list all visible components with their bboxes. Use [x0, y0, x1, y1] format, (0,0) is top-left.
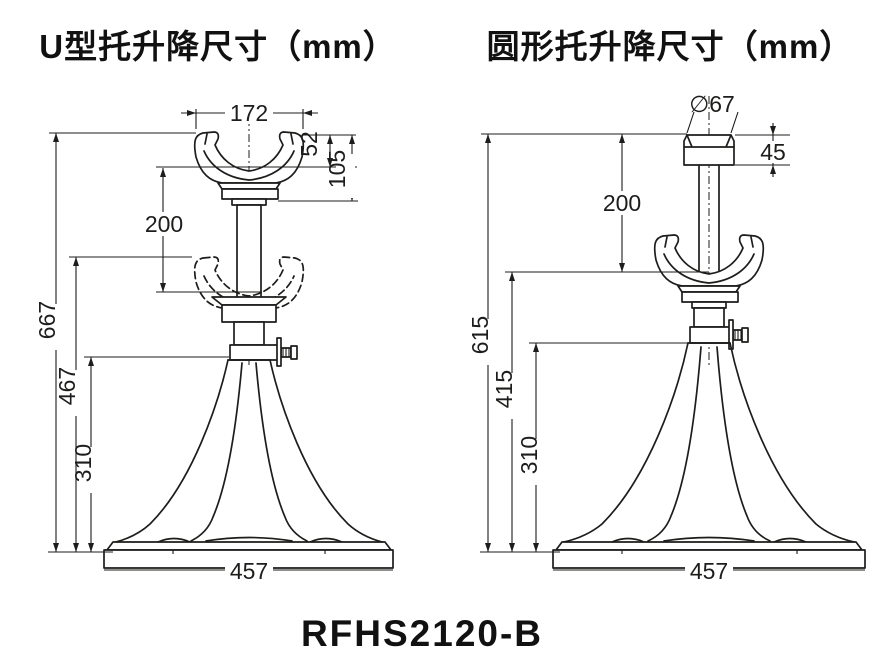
left-dim-head-height: 105: [324, 150, 350, 188]
left-dim-height-max: 667: [34, 301, 60, 339]
right-dimension-labels: ∅67 45 200 615 415 310 457: [467, 91, 790, 584]
left-dim-travel: 200: [145, 211, 183, 237]
right-dim-cap-height: 45: [760, 139, 786, 165]
right-clamp-screw: [689, 319, 749, 350]
right-round-cap: [683, 134, 735, 166]
left-cone-base: [103, 359, 394, 569]
left-dim-top-width: 172: [230, 100, 268, 126]
left-stand-drawing: 172 52 105 200 667 467 310 457: [34, 100, 394, 584]
left-extension-lines: [48, 109, 358, 553]
right-diagram-title: 圆形托升降尺寸（mm）: [487, 28, 854, 65]
left-dimension-labels: 172 52 105 200 667 467 310 457: [34, 100, 355, 584]
left-tube-flange: [211, 296, 287, 306]
left-dim-base-width: 457: [230, 558, 268, 584]
left-dim-cup-depth: 52: [296, 131, 322, 157]
right-dim-height-mid: 415: [491, 370, 517, 408]
right-extension-lines: [480, 111, 790, 553]
right-dim-travel: 200: [603, 190, 641, 216]
left-dim-height-min: 310: [70, 444, 96, 482]
left-inner-post: [236, 204, 262, 300]
right-dim-height-max: 615: [467, 316, 493, 354]
model-number: RFHS2120-B: [301, 613, 543, 654]
right-dim-base-width: 457: [690, 558, 728, 584]
right-cone-base: [552, 342, 866, 569]
right-dim-height-min: 310: [516, 436, 542, 474]
left-diagram-title: U型托升降尺寸（mm）: [39, 28, 397, 65]
right-dim-top-diameter: ∅67: [689, 91, 735, 117]
right-outer-tube: [693, 307, 725, 328]
left-clamp-screw: [229, 337, 298, 367]
left-outer-tube: [233, 321, 265, 346]
right-stand-drawing: ∅67 45 200 615 415 310 457: [467, 91, 866, 584]
left-dim-height-mid: 467: [54, 367, 80, 405]
left-tube-collar: [221, 304, 277, 323]
